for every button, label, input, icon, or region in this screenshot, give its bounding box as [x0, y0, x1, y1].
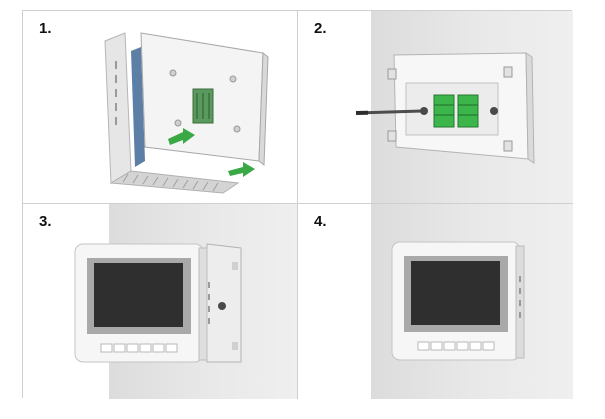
step-2-label: 2.: [314, 20, 327, 37]
step-4-panel: 4.: [298, 204, 573, 399]
step-1-panel: 1.: [23, 11, 298, 204]
step-2-panel: 2.: [298, 11, 573, 204]
mount-plate-attach-illustration: [104, 32, 269, 194]
thermostat-mounting-illustration: [74, 243, 242, 363]
screw-plate-illustration: [355, 52, 535, 164]
installation-steps-grid: 1.: [22, 10, 573, 399]
step-3-panel: 3.: [23, 204, 298, 399]
step-1-label: 1.: [39, 20, 52, 37]
step-3-label: 3.: [39, 213, 52, 230]
step-4-label: 4.: [314, 213, 327, 230]
installed-thermostat-illustration: [391, 241, 525, 361]
